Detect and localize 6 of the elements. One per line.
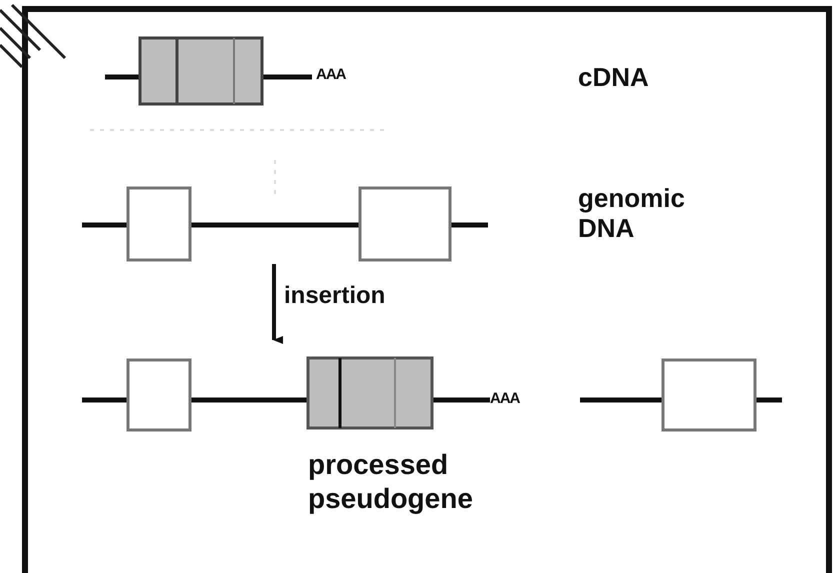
row-label: processed pseudogene bbox=[308, 448, 474, 516]
arrow-label: insertion bbox=[284, 281, 386, 311]
poly-a-tail-label: AAA bbox=[316, 65, 346, 85]
row-label: genomic DNA bbox=[578, 183, 686, 243]
row-label: cDNA bbox=[578, 61, 649, 94]
poly-a-tail-label: AAA bbox=[490, 389, 520, 409]
